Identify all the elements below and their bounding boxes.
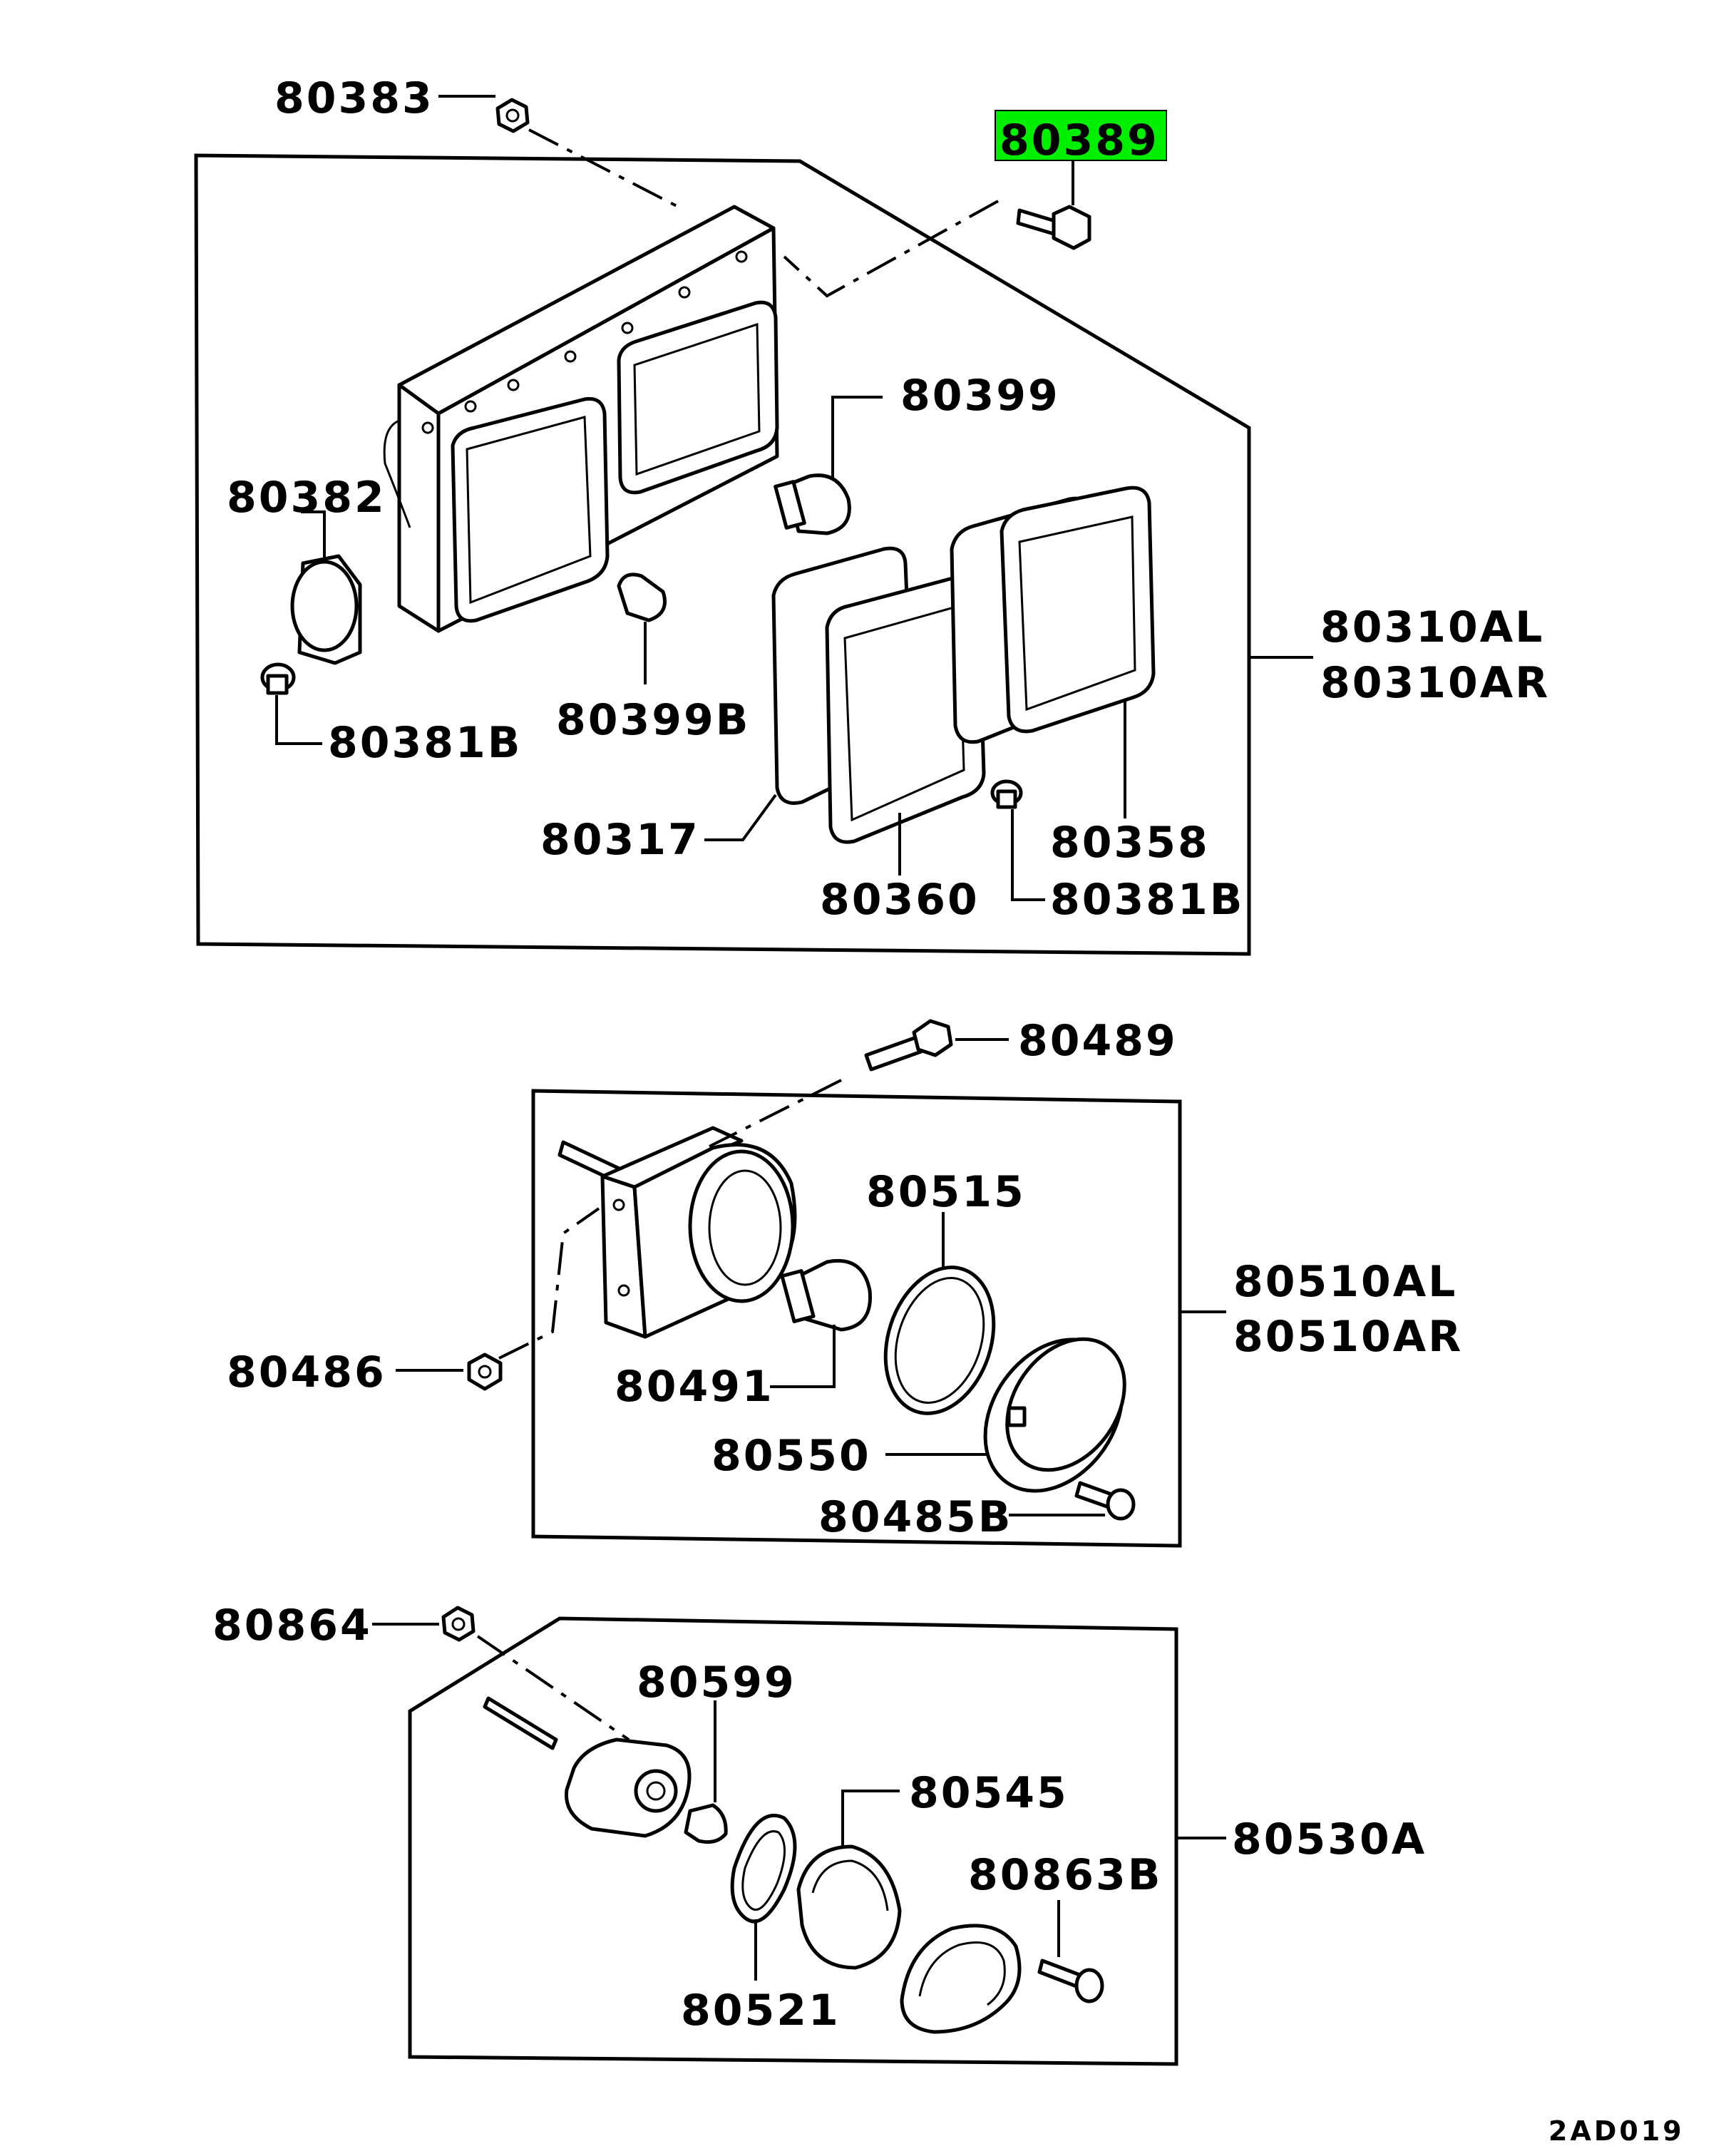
label-80863B[interactable]: 80863B (968, 1850, 1162, 1900)
lens-80550-drawing (983, 1337, 1126, 1493)
side-marker-frame (408, 1616, 1178, 2066)
bolt-80389-drawing (1016, 205, 1091, 250)
nut-80383-drawing (495, 98, 530, 133)
gasket-80521-drawing (730, 1813, 797, 1924)
label-80545[interactable]: 80545 (909, 1768, 1069, 1818)
label-80521[interactable]: 80521 (681, 1986, 841, 2036)
label-80381B-left[interactable]: 80381B (328, 718, 522, 768)
nut-80486-drawing (467, 1352, 503, 1391)
diagram-code: 2AD019 (1548, 2115, 1685, 2147)
lamp-housing-drawing (383, 205, 779, 633)
turn-signal-leaders (396, 1038, 1226, 1516)
bracket-housing-drawing (558, 1126, 797, 1339)
bulb-80599-drawing (684, 1803, 728, 1844)
label-80864[interactable]: 80864 (212, 1601, 372, 1651)
lens-gasket-drawing (771, 486, 1156, 844)
nut-80864-drawing (441, 1606, 476, 1642)
label-80550[interactable]: 80550 (711, 1431, 871, 1481)
label-80360[interactable]: 80360 (820, 875, 980, 925)
label-80515[interactable]: 80515 (866, 1167, 1026, 1217)
cover-80382-drawing (290, 554, 362, 665)
label-80486[interactable]: 80486 (227, 1348, 386, 1397)
label-80489[interactable]: 80489 (1018, 1016, 1178, 1066)
label-80510AL[interactable]: 80510AL (1233, 1257, 1457, 1307)
label-80310AR[interactable]: 80310AR (1320, 658, 1550, 708)
label-80310AL[interactable]: 80310AL (1320, 602, 1544, 652)
label-80530A[interactable]: 80530A (1232, 1814, 1427, 1864)
lens-80545-drawing (796, 1844, 902, 1970)
side-marker-leaders (372, 1623, 1226, 1981)
socket-drawing (483, 1696, 692, 1838)
bulb-80399-drawing (774, 473, 851, 535)
label-80381B-right[interactable]: 80381B (1050, 875, 1244, 925)
highlight-box (995, 110, 1167, 161)
head-lamp-leaders (275, 95, 1313, 901)
label-80599[interactable]: 80599 (637, 1658, 796, 1708)
screw-80381B-right-drawing (990, 779, 1023, 809)
turn-signal-frame (531, 1089, 1182, 1548)
screw-80381B-left-drawing (260, 662, 296, 695)
bolt-80489-drawing (864, 1019, 953, 1072)
head-lamp-frame (194, 153, 1251, 956)
head-lamp-group: 80383 80389 80399 80382 80381B 80399B 80… (194, 73, 1550, 956)
label-80382[interactable]: 80382 (227, 473, 386, 523)
label-80389[interactable]: 80389 (1000, 115, 1159, 165)
label-80383[interactable]: 80383 (274, 73, 434, 123)
screw-80863B-drawing (1037, 1959, 1104, 2003)
label-80491[interactable]: 80491 (615, 1362, 774, 1412)
gasket-80515-drawing (883, 1266, 996, 1415)
label-80399[interactable]: 80399 (900, 371, 1060, 421)
label-80485B[interactable]: 80485B (818, 1492, 1012, 1542)
turn-signal-group: 80489 80515 80486 80491 80550 80485B 805… (227, 1016, 1463, 1548)
bulb-80399B-drawing (617, 573, 667, 622)
label-80510AR[interactable]: 80510AR (1233, 1312, 1463, 1362)
label-80317[interactable]: 80317 (540, 815, 700, 865)
label-80399B[interactable]: 80399B (556, 695, 750, 745)
screw-80485B-drawing (1074, 1481, 1136, 1521)
side-marker-group: 80864 80599 80545 80863B 80521 80530A (212, 1601, 1427, 2066)
bulb-80491-drawing (780, 1258, 872, 1332)
cover-drawing (900, 1924, 1022, 2034)
label-80358[interactable]: 80358 (1050, 818, 1210, 868)
